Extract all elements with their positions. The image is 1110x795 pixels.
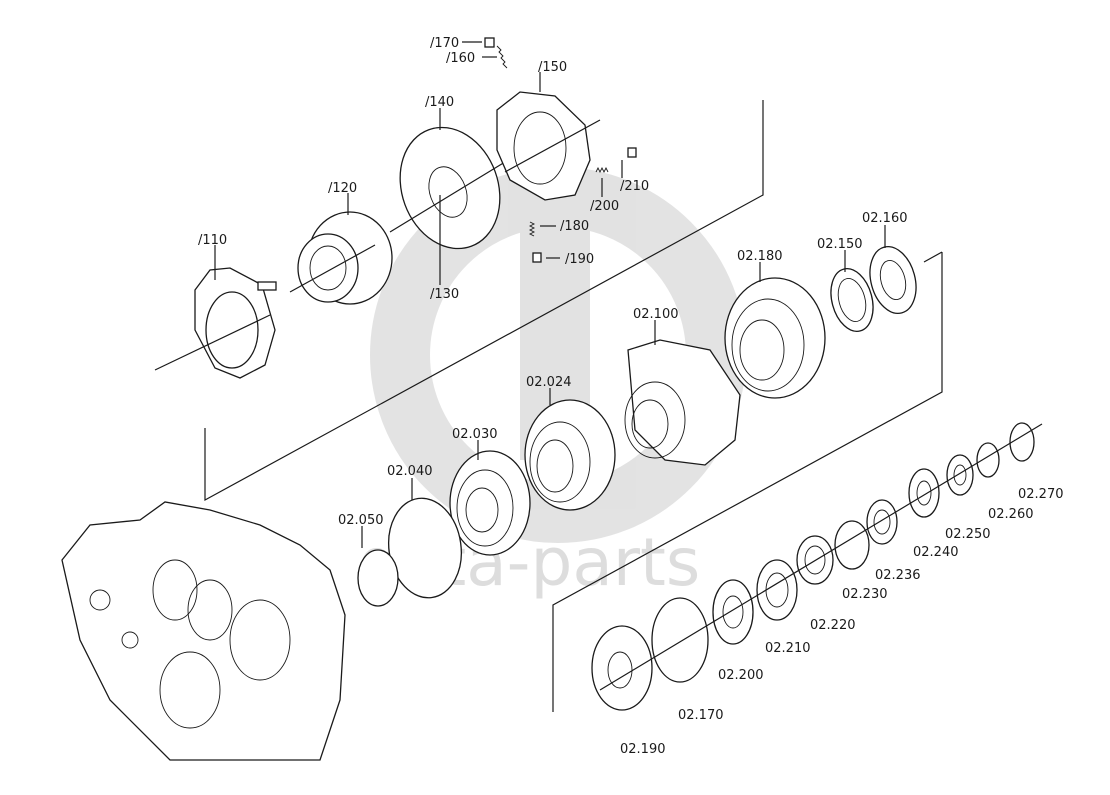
- label-140[interactable]: /140: [425, 95, 454, 110]
- label-110[interactable]: /110: [198, 233, 227, 248]
- part-02-180-helical-gear[interactable]: [724, 277, 826, 399]
- label-130[interactable]: /130: [430, 287, 459, 302]
- label-02-050[interactable]: 02.050: [338, 513, 384, 528]
- label-02-040[interactable]: 02.040: [387, 464, 433, 479]
- part-02-170-retaining-ring[interactable]: [651, 597, 709, 683]
- part-02-250-washer[interactable]: [946, 454, 974, 496]
- label-180[interactable]: /180: [560, 219, 589, 234]
- part-110-carrier[interactable]: [154, 267, 277, 379]
- part-180-190-spring-plug[interactable]: [528, 221, 542, 263]
- label-02-260[interactable]: 02.260: [988, 507, 1034, 522]
- label-02-230[interactable]: 02.230: [842, 587, 888, 602]
- part-120-needle-bearing[interactable]: [289, 211, 393, 305]
- label-02-200[interactable]: 02.200: [718, 668, 764, 683]
- part-02-210-washer[interactable]: [756, 559, 798, 621]
- label-170[interactable]: /170: [430, 36, 459, 51]
- label-02-180[interactable]: 02.180: [737, 249, 783, 264]
- part-02-100-clutch-hub[interactable]: [624, 339, 741, 466]
- label-160[interactable]: /160: [446, 51, 475, 66]
- part-02-050-snap-ring[interactable]: [357, 549, 399, 607]
- part-150-piston-housing[interactable]: [496, 91, 601, 201]
- label-02-024[interactable]: 02.024: [526, 375, 572, 390]
- label-02-240[interactable]: 02.240: [913, 545, 959, 560]
- part-170-160-plug-spring[interactable]: [484, 37, 508, 69]
- label-150[interactable]: /150: [538, 60, 567, 75]
- leader-lines: [214, 41, 886, 548]
- part-200-210-spring-plug[interactable]: [595, 147, 637, 174]
- label-210[interactable]: /210: [620, 179, 649, 194]
- label-02-100[interactable]: 02.100: [633, 307, 679, 322]
- label-02-160[interactable]: 02.160: [862, 211, 908, 226]
- part-02-240-needle-bearing[interactable]: [908, 468, 940, 518]
- part-140-friction-disc[interactable]: [384, 113, 517, 262]
- part-02-160-thrust-bearing[interactable]: [863, 241, 923, 318]
- part-02-260-clip[interactable]: [976, 442, 1000, 478]
- label-02-170[interactable]: 02.170: [678, 708, 724, 723]
- part-02-270-ring[interactable]: [1009, 422, 1035, 462]
- label-02-236[interactable]: 02.236: [875, 568, 921, 583]
- part-02-190-sprocket[interactable]: [591, 625, 653, 711]
- label-02-150[interactable]: 02.150: [817, 237, 863, 252]
- label-02-250[interactable]: 02.250: [945, 527, 991, 542]
- label-200[interactable]: /200: [590, 199, 619, 214]
- label-02-270[interactable]: 02.270: [1018, 487, 1064, 502]
- part-02-236-washer[interactable]: [866, 499, 898, 545]
- label-02-030[interactable]: 02.030: [452, 427, 498, 442]
- part-02-024-helical-gear[interactable]: [524, 399, 616, 511]
- label-02-210[interactable]: 02.210: [765, 641, 811, 656]
- label-02-220[interactable]: 02.220: [810, 618, 856, 633]
- lower-shaft-axis: [599, 423, 1043, 691]
- part-02-030-ball-bearing[interactable]: [449, 450, 531, 556]
- assembly-frame: [204, 100, 943, 712]
- transmission-housing: [61, 501, 346, 761]
- part-02-040-o-ring[interactable]: [382, 493, 467, 602]
- label-190[interactable]: /190: [565, 252, 594, 267]
- part-02-200-thrust-bearing[interactable]: [712, 579, 754, 645]
- label-120[interactable]: /120: [328, 181, 357, 196]
- part-02-150-washer[interactable]: [824, 264, 879, 336]
- label-02-190[interactable]: 02.190: [620, 742, 666, 757]
